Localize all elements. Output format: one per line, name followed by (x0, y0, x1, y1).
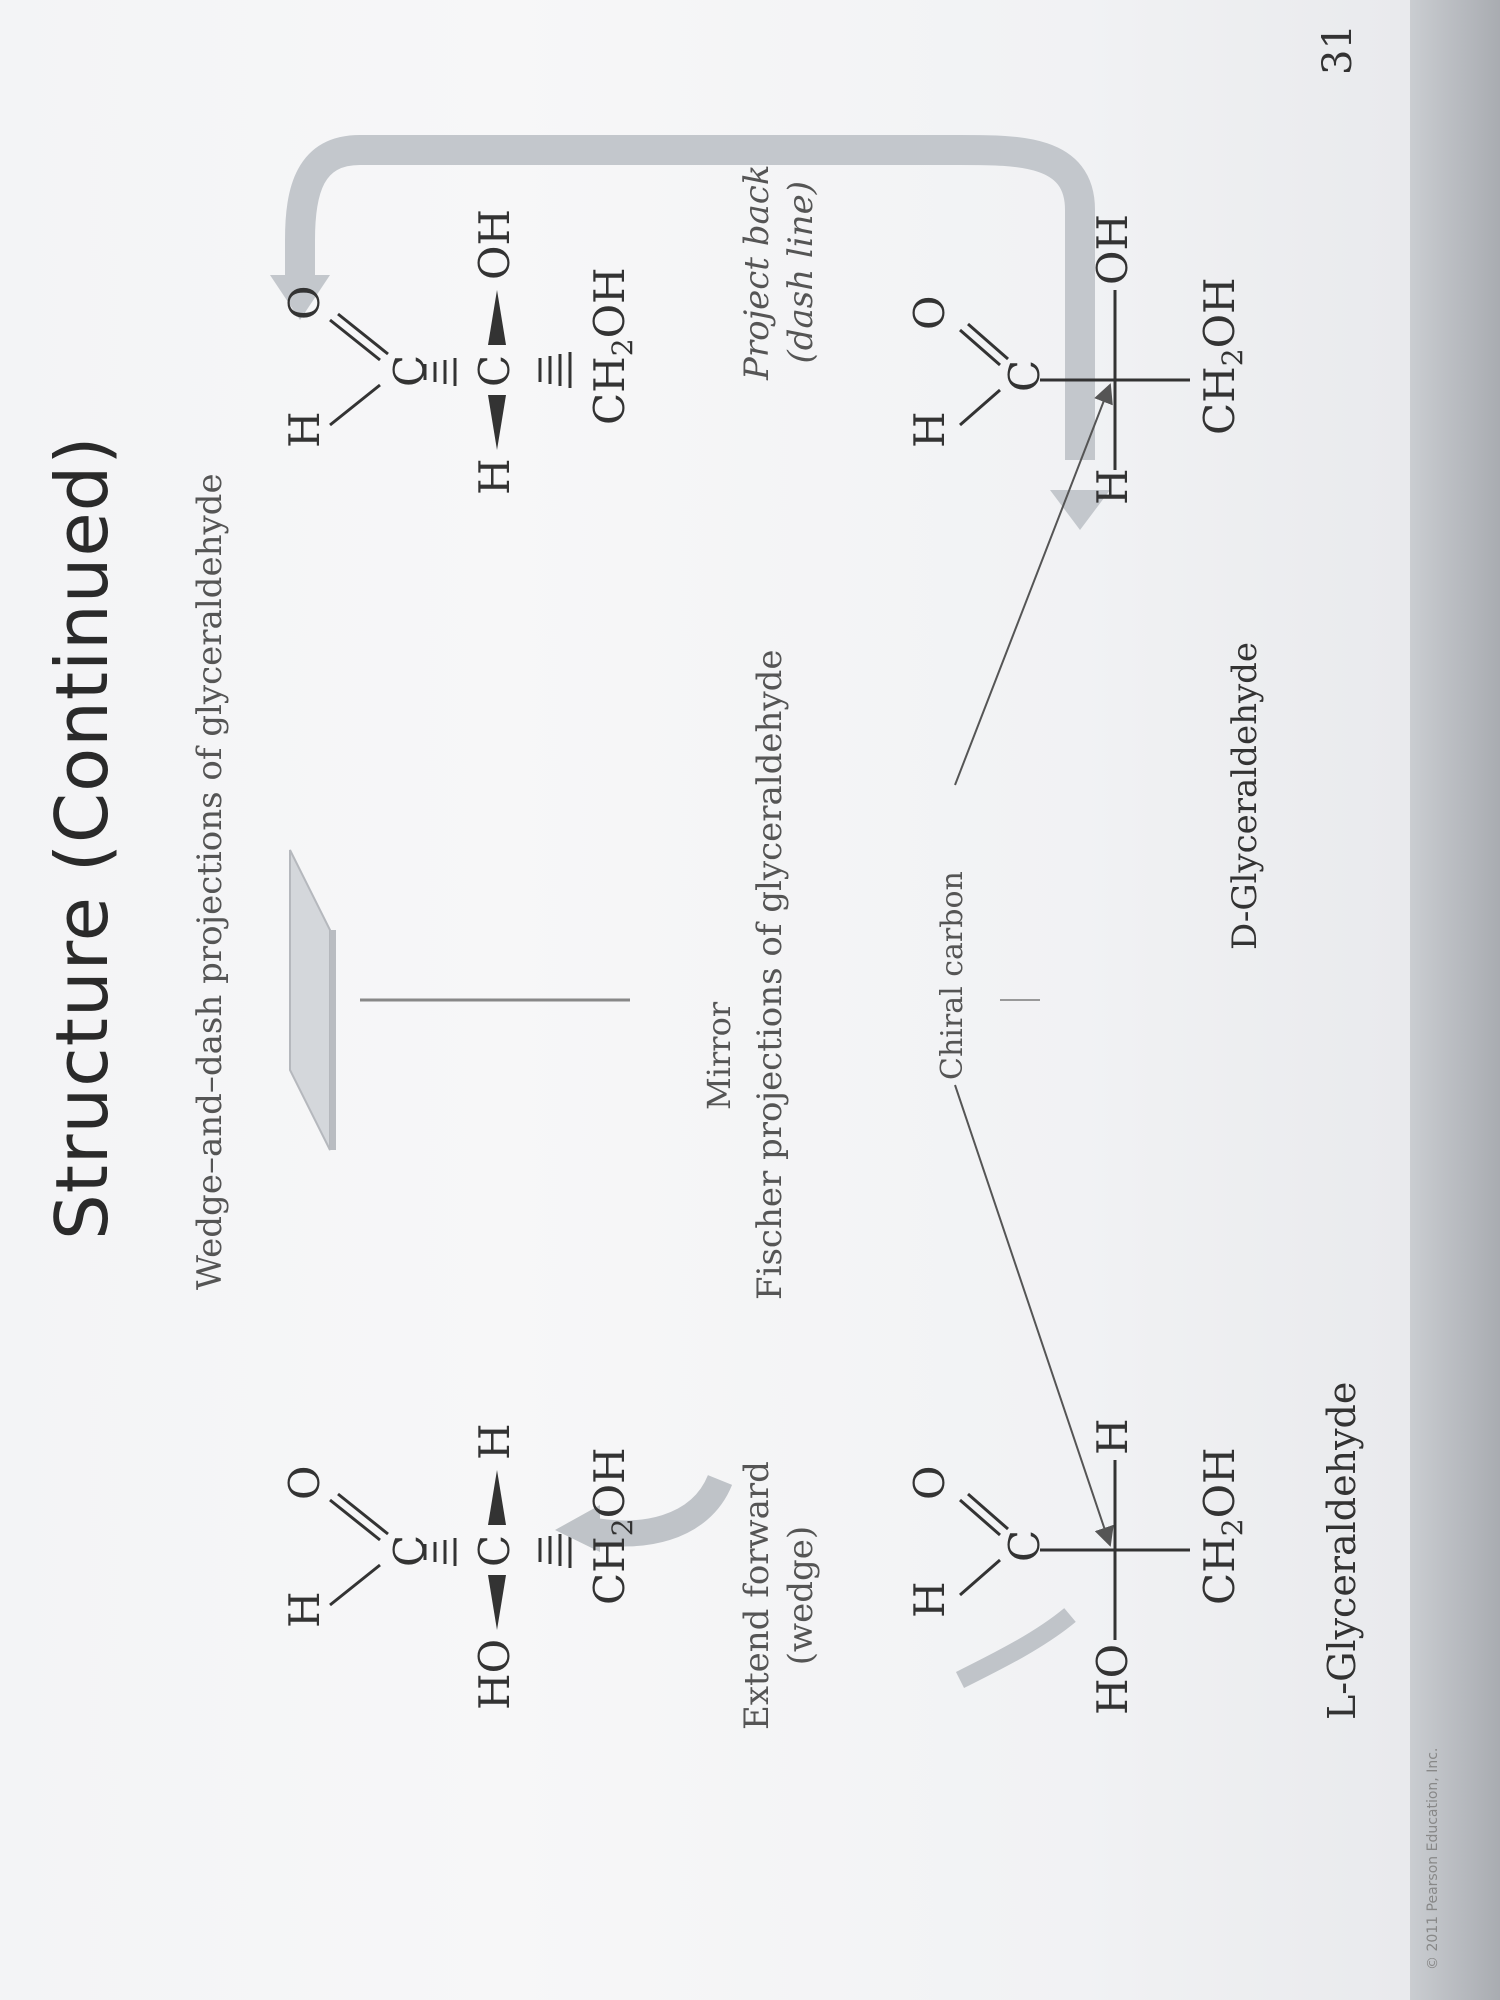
l-glyceraldehyde-label: L-Glyceraldehyde (1320, 1381, 1364, 1720)
d-glyceraldehyde-label: D-Glyceraldehyde (1225, 641, 1265, 950)
chiral-carbon-label: Chiral carbon (935, 871, 970, 1080)
structure-diagram (270, 135, 1190, 1689)
l-wedge-carbonyl-c: C (385, 1534, 434, 1567)
project-back-label: Project back (dash line) (735, 165, 823, 380)
d-wedge-o-atom: O (280, 285, 329, 320)
d-wedge-ch2oh: CH2OH (585, 267, 639, 425)
d-wedge-bond-right (488, 290, 506, 345)
chiral-pointer-left (954, 1084, 1114, 1547)
d-wedge-chiral-c: C (470, 354, 519, 387)
d-fischer-c-atom: C (1000, 359, 1049, 392)
mirror-plane-edge (330, 930, 336, 1150)
d-fischer-oh-group: OH (1088, 213, 1137, 285)
l-wedge-structure (329, 1470, 572, 1630)
d-fischer-structure (959, 290, 1190, 470)
copyright-notice: © 2011 Pearson Education, Inc. (1425, 1747, 1441, 1970)
extend-forward-arrow (587, 1474, 733, 1547)
mirror-plane (289, 849, 331, 1151)
project-label-line2: (dash line) (781, 181, 821, 364)
l-wedge-o-atom: O (280, 1465, 329, 1500)
l-fischer-h-top: H (905, 1581, 954, 1618)
l-fischer-ch2oh: CH2OH (1195, 1447, 1249, 1605)
l-wedge-bond-right (488, 1470, 506, 1525)
l-wedge-h-atom: H (280, 1591, 329, 1628)
slide-content: Structure (Continued) Wedge–and–dash pro… (40, 24, 1441, 1970)
mirror-label: Mirror (700, 1001, 738, 1110)
extend-label-line1: Extend forward (737, 1461, 777, 1730)
d-wedge-bond-left (488, 395, 506, 450)
l-fischer-structure (959, 1460, 1190, 1640)
page-sheet (0, 0, 1440, 2000)
d-fischer-ch2oh: CH2OH (1195, 277, 1249, 435)
d-wedge-oh-group: OH (470, 208, 519, 280)
l-fischer-c-atom: C (1000, 1529, 1049, 1562)
l-wedge-chiral-c: C (470, 1534, 519, 1567)
d-fischer-o-atom: O (905, 295, 954, 330)
fischer-caption: Fischer projections of glyceraldehyde (750, 649, 790, 1300)
extend-label-line2: (wedge) (781, 1525, 821, 1666)
page-number: 31 (1315, 24, 1361, 75)
l-wedge-ch2oh: CH2OH (585, 1447, 639, 1605)
d-fischer-h-left: H (1088, 468, 1137, 505)
d-wedge-structure (329, 290, 572, 450)
l-wedge-ho-group: HO (470, 1638, 519, 1710)
l-fischer-o-atom: O (905, 1465, 954, 1500)
chiral-pointer-right (954, 383, 1113, 786)
d-fischer-h-top: H (905, 411, 954, 448)
project-label-line1: Project back (737, 164, 777, 380)
extend-forward-arrow-lower (955, 1608, 1076, 1689)
project-back-arrow (285, 135, 1095, 460)
d-wedge-h-atom: H (280, 411, 329, 448)
l-fischer-ho-group: HO (1088, 1643, 1137, 1715)
d-wedge-carbonyl-c: C (385, 354, 434, 387)
wedge-dash-caption: Wedge–and–dash projections of glyceralde… (190, 473, 230, 1290)
d-wedge-h-left: H (470, 458, 519, 495)
extend-forward-label: Extend forward (wedge) (735, 1461, 823, 1730)
l-wedge-h-right: H (470, 1423, 519, 1460)
slide-title: Structure (Continued) (40, 435, 124, 1240)
l-fischer-h-right: H (1088, 1418, 1137, 1455)
l-wedge-bond-left (488, 1575, 506, 1630)
page-edge-strip (1410, 0, 1500, 2000)
